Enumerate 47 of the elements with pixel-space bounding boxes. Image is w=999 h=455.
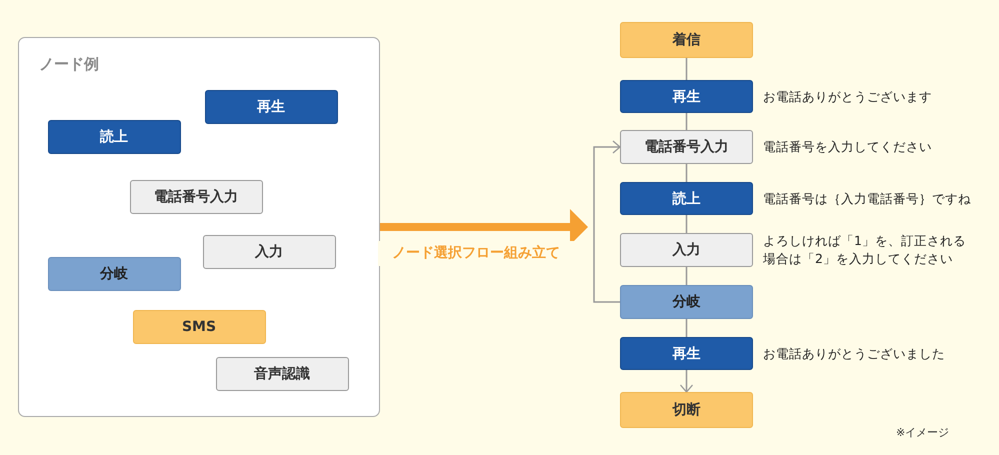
node-label: 再生 [672, 88, 700, 106]
prompt-text: 電話番号は｛入力電話番号｝ですね [763, 189, 972, 208]
branch-node [620, 285, 753, 319]
input-node [216, 356, 348, 390]
play-node [620, 182, 753, 215]
node-label: 読上 [672, 190, 700, 208]
input-node [130, 180, 262, 214]
prompt-text: よろしければ「1」を、訂正される場合は「2」を入力してください [763, 232, 967, 268]
node-label: 入力 [255, 242, 283, 260]
arrow [680, 370, 694, 393]
prompt-text: お電話ありがとうございます [763, 87, 933, 106]
node-label: 電話番号入力 [154, 188, 238, 206]
event-node [620, 22, 753, 58]
arrow [593, 140, 621, 303]
play-node [48, 120, 180, 154]
node-label: 再生 [672, 344, 700, 362]
node-label: 読上 [100, 128, 128, 146]
play-node [204, 90, 338, 124]
node-palette-panel [18, 37, 380, 417]
node-label: 再生 [257, 98, 285, 116]
input-node [202, 234, 336, 268]
node-label: 切断 [672, 401, 700, 419]
prompt-text: 電話番号を入力してください [763, 138, 933, 156]
branch-node [48, 256, 180, 290]
connector-line [686, 319, 688, 337]
node-label: SMS [182, 318, 216, 334]
play-node [620, 337, 753, 370]
node-label: 電話番号入力 [644, 138, 728, 156]
connector-line [686, 215, 688, 233]
event-node [620, 392, 753, 428]
connector-line [686, 267, 688, 285]
event-node [132, 310, 266, 344]
play-node [620, 80, 753, 113]
connector-line [686, 58, 688, 80]
node-label: 分岐 [100, 264, 128, 282]
note-text: ※イメージ [896, 425, 950, 440]
connector-line [686, 113, 688, 130]
input-node [620, 233, 753, 267]
input-node [620, 130, 753, 164]
node-label: 分岐 [672, 293, 700, 311]
node-label: 入力 [672, 241, 700, 259]
edge-label: ノード選択フロー組み立て [378, 241, 574, 266]
panel-heading: ノード例 [39, 55, 99, 74]
node-label: 音声認識 [254, 364, 310, 382]
node-label: 着信 [672, 31, 700, 49]
prompt-text: お電話ありがとうございました [763, 344, 946, 362]
connector-line [686, 164, 688, 182]
